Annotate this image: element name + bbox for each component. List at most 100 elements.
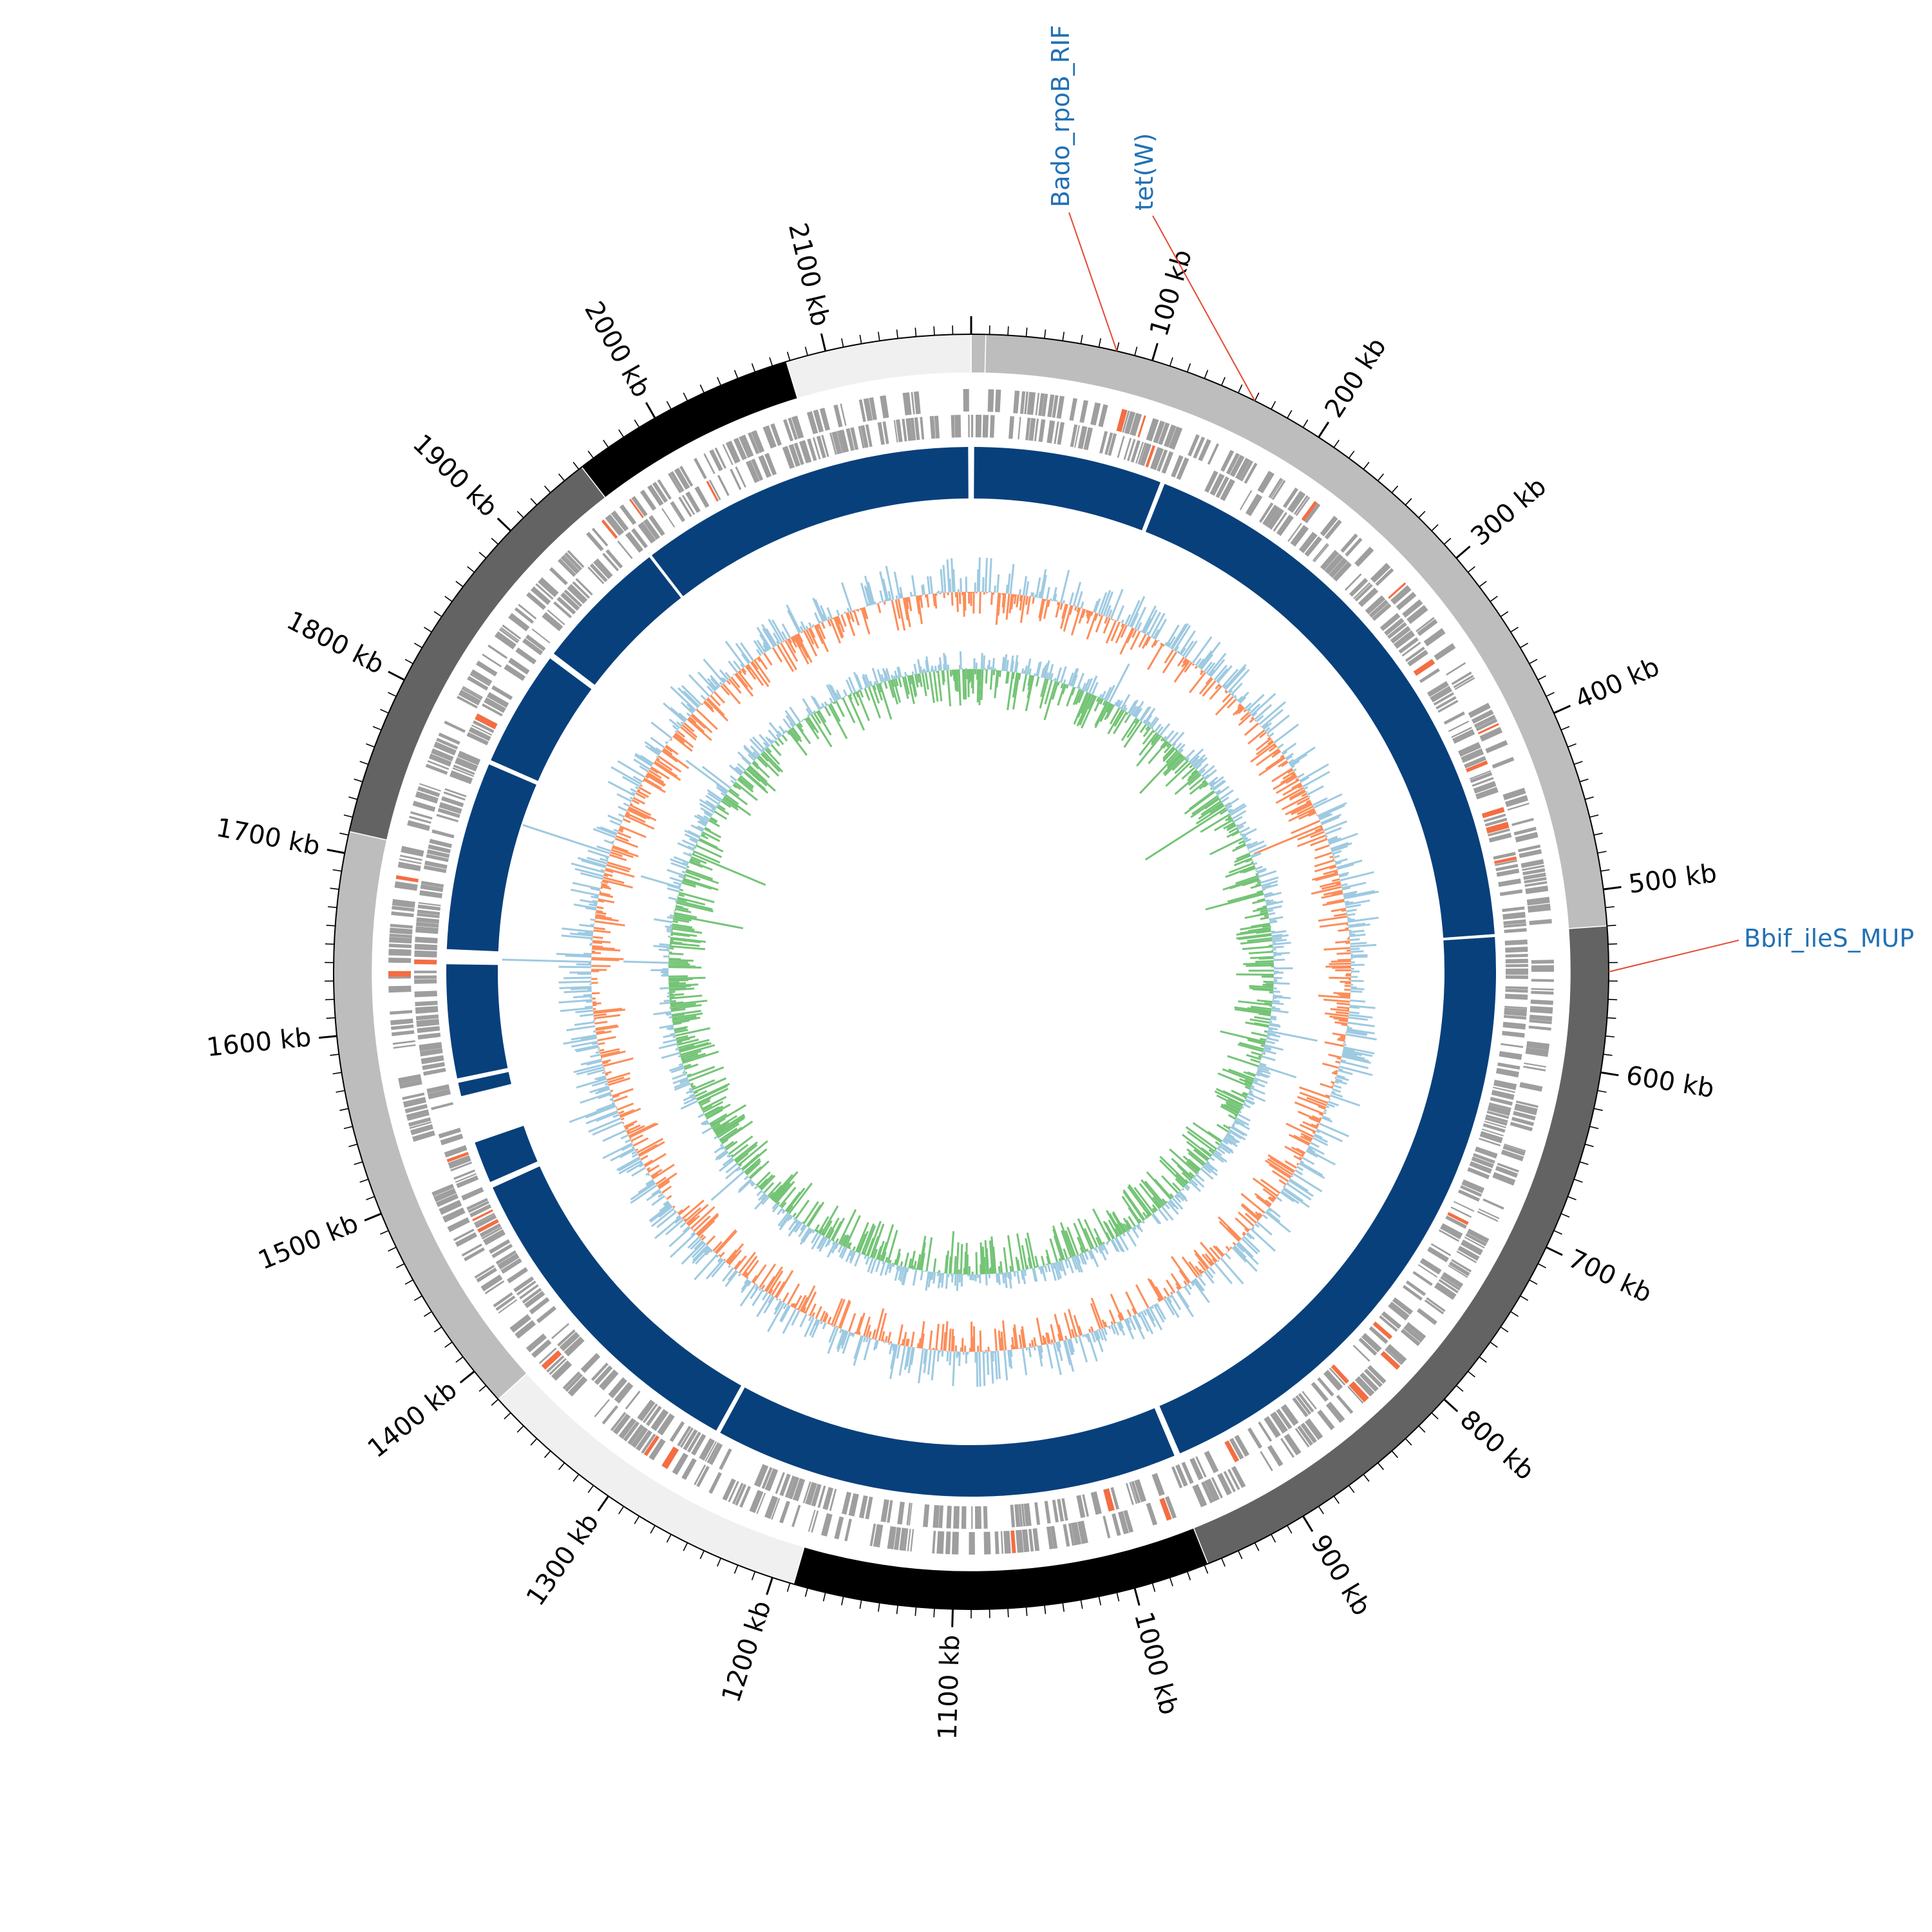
- gene-block: [895, 419, 903, 442]
- profile-mark: [866, 1324, 871, 1338]
- gene-block: [1503, 923, 1527, 928]
- profile-mark: [1099, 694, 1103, 699]
- profile-mark: [1056, 601, 1059, 605]
- gene-block: [971, 1506, 973, 1529]
- profile-mark: [609, 1097, 614, 1101]
- minor-tick: [396, 1263, 405, 1269]
- profile-mark: [1042, 1265, 1045, 1268]
- profile-mark: [1301, 1153, 1305, 1157]
- gene-block: [1046, 1526, 1054, 1549]
- profile-mark: [1335, 1070, 1338, 1073]
- profile-mark: [689, 860, 713, 871]
- profile-mark: [696, 708, 718, 730]
- profile-mark: [1139, 1183, 1160, 1209]
- annotation-label-rpob[interactable]: Bado_rpoB_RIF: [1046, 25, 1075, 207]
- gene-block: [899, 1528, 907, 1551]
- gene-block: [694, 457, 707, 479]
- profile-mark: [748, 1166, 762, 1179]
- profile-mark: [668, 982, 687, 985]
- gene-block: [530, 586, 551, 605]
- profile-mark: [952, 1336, 955, 1352]
- gene-block: [762, 425, 777, 449]
- profile-mark: [1093, 1227, 1103, 1245]
- minor-tick: [1391, 486, 1399, 493]
- profile-mark: [1227, 1132, 1231, 1135]
- gene-block: [455, 1173, 477, 1183]
- gene-block: [1145, 445, 1156, 468]
- minor-tick: [354, 1161, 363, 1165]
- profile-mark: [789, 722, 794, 728]
- profile-mark: [1199, 768, 1206, 775]
- gene-block: [589, 563, 608, 583]
- profile-mark: [668, 1065, 684, 1072]
- profile-mark: [1320, 826, 1323, 829]
- profile-mark: [1142, 727, 1151, 737]
- outer-segment: [971, 334, 987, 374]
- profile-mark: [1139, 706, 1150, 721]
- profile-mark: [1184, 659, 1189, 667]
- profile-mark: [1013, 1324, 1019, 1349]
- profile-mark: [668, 987, 687, 990]
- annotation-label-tetw[interactable]: tet(W): [1130, 133, 1159, 211]
- profile-mark: [690, 1238, 702, 1250]
- profile-mark: [889, 679, 899, 705]
- profile-mark: [670, 999, 708, 1006]
- profile-mark: [1349, 933, 1356, 936]
- profile-mark: [1301, 792, 1307, 797]
- gene-block: [516, 1280, 536, 1296]
- minor-tick: [491, 1399, 499, 1406]
- gene-block: [1524, 1062, 1547, 1068]
- profile-mark: [639, 1160, 643, 1164]
- profile-mark: [612, 1113, 620, 1119]
- profile-mark: [855, 674, 863, 690]
- profile-mark: [1340, 1059, 1346, 1063]
- profile-mark: [934, 665, 937, 672]
- profile-mark: [793, 1217, 796, 1220]
- profile-mark: [1122, 1233, 1126, 1236]
- profile-mark: [840, 1331, 849, 1349]
- alignment-ring: [446, 447, 1496, 1497]
- profile-mark: [1331, 1085, 1334, 1088]
- profile-mark: [1252, 1177, 1278, 1197]
- profile-mark: [1041, 1255, 1045, 1266]
- minor-tick: [1254, 392, 1260, 401]
- profile-mark: [1227, 1055, 1259, 1068]
- profile-mark: [693, 1215, 711, 1233]
- gene-block: [1000, 1531, 1004, 1554]
- minor-tick: [516, 1425, 524, 1433]
- profile-mark: [1039, 598, 1046, 621]
- profile-mark: [852, 692, 860, 706]
- profile-mark: [911, 674, 918, 696]
- profile-mark: [1025, 581, 1030, 596]
- profile-mark: [1088, 1329, 1092, 1333]
- profile-mark: [672, 1016, 701, 1023]
- profile-mark: [574, 1045, 599, 1052]
- minor-tick: [603, 439, 609, 448]
- minor-tick: [1589, 1126, 1599, 1130]
- gene-block: [982, 415, 989, 438]
- gene-block: [415, 922, 439, 928]
- profile-mark: [685, 759, 729, 793]
- gene-block: [1019, 391, 1026, 414]
- profile-mark: [596, 910, 603, 913]
- profile-mark: [1085, 1333, 1090, 1343]
- profile-mark: [879, 571, 888, 602]
- profile-mark: [1175, 1193, 1180, 1198]
- profile-mark: [610, 851, 623, 858]
- profile-mark: [996, 574, 1000, 593]
- profile-mark: [1213, 665, 1228, 681]
- profile-mark: [583, 994, 592, 996]
- minor-tick: [1169, 1577, 1173, 1587]
- annotation-label-iles[interactable]: Bbif_ileS_MUP: [1744, 924, 1914, 952]
- minor-tick: [1151, 1582, 1156, 1592]
- profile-mark: [710, 1249, 714, 1253]
- major-tick: [645, 402, 656, 419]
- profile-mark: [1318, 1112, 1323, 1116]
- profile-mark: [697, 825, 705, 831]
- profile-mark: [1150, 717, 1160, 729]
- profile-mark: [917, 673, 920, 677]
- profile-mark: [1320, 813, 1342, 824]
- profile-mark: [1188, 1152, 1205, 1166]
- tick-label: 1800 kb: [282, 606, 389, 681]
